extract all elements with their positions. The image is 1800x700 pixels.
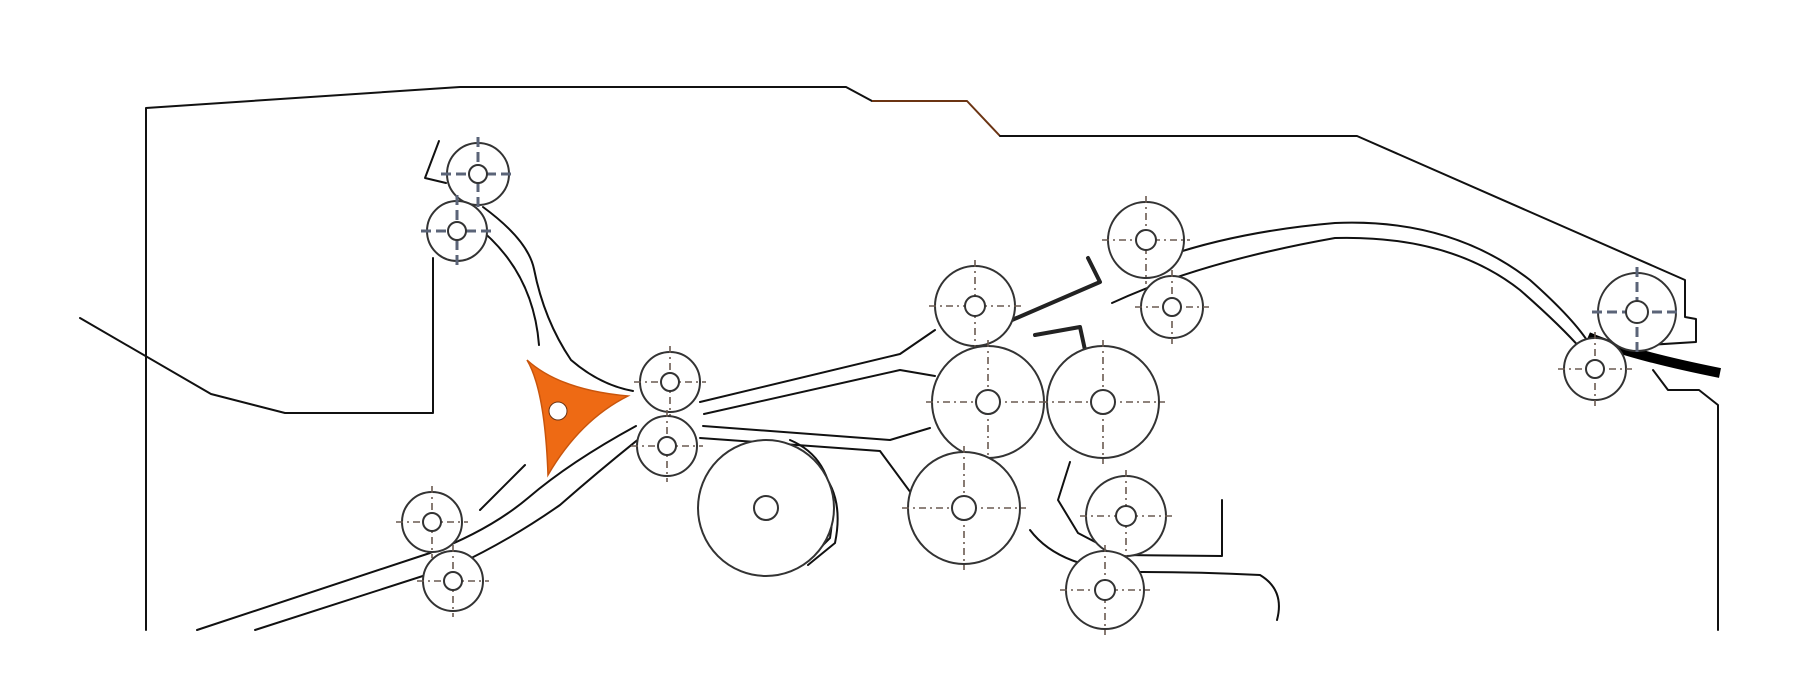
flapper — [526, 359, 631, 478]
roller-upper-left-b-hub — [447, 221, 467, 241]
housing-right-side — [1652, 369, 1719, 631]
upper-right-guide-outer — [1149, 221, 1591, 346]
roller-lower-left-a-hub — [422, 512, 442, 532]
gear-large-left — [926, 340, 1050, 464]
housing-frame — [79, 86, 1719, 631]
roller-exit-lower — [1558, 332, 1632, 406]
gear-large-right-hub — [1090, 389, 1116, 415]
roller-gear-lower-right-a — [1080, 470, 1172, 562]
roller-center-upper — [634, 346, 706, 418]
roller-exit-upper — [1592, 267, 1682, 357]
roller-gear-lower-right-b-hub — [1094, 579, 1116, 601]
drum — [697, 439, 835, 577]
housing-top-edge — [145, 86, 873, 631]
upper-left-guide-outer — [482, 206, 634, 392]
gear-large-left-hub — [975, 389, 1001, 415]
upper-left-stop — [424, 140, 447, 184]
lower-left-guide-outer — [196, 425, 637, 631]
drum-hub — [753, 495, 779, 521]
housing-top-right-edge — [999, 135, 1697, 346]
roller-lower-left-b — [417, 545, 489, 617]
rollers-layer — [396, 137, 1682, 635]
left-feed-arm — [79, 257, 434, 414]
roller-upper-left-a — [441, 137, 515, 211]
roller-center-lower — [631, 410, 703, 482]
upper-deflector — [1010, 256, 1102, 322]
lower-left-guide-inner — [254, 437, 641, 631]
roller-center-upper-hub — [660, 372, 680, 392]
roller-right-lower — [1135, 270, 1209, 344]
roller-center-lower-hub — [657, 436, 677, 456]
lower-center-guide — [702, 425, 931, 441]
upper-center-guide — [699, 329, 936, 403]
roller-upper-left-b — [421, 195, 493, 267]
roller-right-upper-hub — [1135, 229, 1157, 251]
upper-right-guide-inner — [1111, 236, 1583, 351]
roller-right-upper — [1102, 196, 1190, 284]
roller-gear-top-hub — [964, 295, 986, 317]
flapper-lower-guide — [479, 464, 526, 511]
gear-large-right — [1041, 340, 1165, 464]
lower-exit-curve — [1029, 529, 1280, 621]
roller-gear-top — [929, 260, 1021, 352]
flapper-body — [526, 359, 631, 478]
roller-gear-lower-right-b — [1060, 545, 1150, 635]
roller-upper-left-a-hub — [468, 164, 488, 184]
roller-lower-left-a — [396, 486, 468, 558]
roller-exit-lower-hub — [1585, 359, 1605, 379]
roller-right-lower-hub — [1162, 297, 1182, 317]
roller-lower-left-b-hub — [443, 571, 463, 591]
flapper-pivot-hole — [548, 401, 568, 421]
housing-top-step — [872, 100, 1001, 137]
lower-deflector — [1033, 325, 1087, 352]
gear-lower-left-hub — [951, 495, 977, 521]
gear-lower-left — [902, 446, 1026, 570]
roller-exit-upper-hub — [1625, 300, 1649, 324]
upper-center-guide-2 — [703, 369, 936, 415]
roller-gear-lower-right-a-hub — [1115, 505, 1137, 527]
